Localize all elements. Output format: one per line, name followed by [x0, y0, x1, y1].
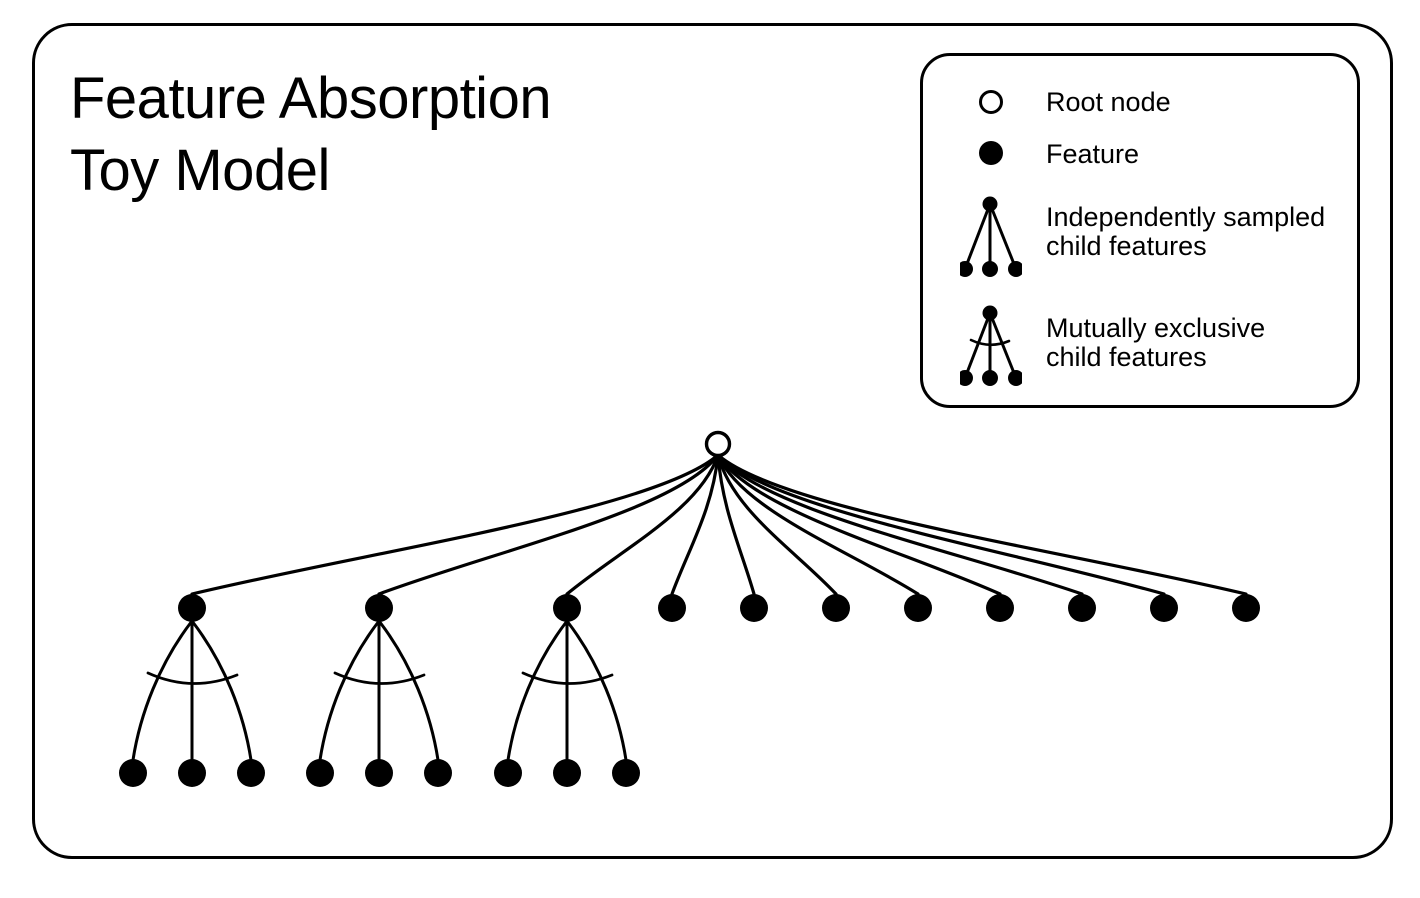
figure-frame — [32, 23, 1393, 859]
root-node-icon — [979, 90, 1003, 114]
child-feature-node — [553, 759, 581, 787]
mutual-exclusion-arc — [146, 671, 239, 685]
legend-label-mutex-line-1: Mutually exclusive — [1046, 313, 1266, 343]
edge-root-to-feature — [716, 453, 756, 596]
edge-root-to-feature — [377, 453, 720, 596]
child-feature-node — [119, 759, 147, 787]
root-node — [704, 430, 732, 458]
feature-node — [553, 594, 581, 622]
edge-root-to-feature — [716, 453, 838, 596]
legend-child-dot — [960, 370, 973, 386]
child-feature-node — [424, 759, 452, 787]
edge-root-to-feature — [716, 453, 920, 596]
feature-node — [178, 594, 206, 622]
feature-node — [822, 594, 850, 622]
legend-label-feature: Feature — [1046, 139, 1140, 169]
legend-edge — [963, 203, 992, 270]
mutual-exclusion-arc — [333, 671, 426, 685]
legend-child-dot — [960, 261, 973, 277]
edge-feature-to-child — [565, 619, 628, 762]
legend-edge — [963, 312, 992, 379]
edge-feature-to-child — [377, 619, 440, 762]
edge-feature-to-child — [506, 619, 569, 762]
feature-node — [904, 594, 932, 622]
legend-box: Root node Feature Independently sampled … — [920, 53, 1360, 408]
legend-label-mutex: Mutually exclusive child features — [1046, 314, 1265, 372]
feature-node — [1232, 594, 1260, 622]
mutual-exclusion-arc — [521, 671, 614, 685]
legend-child-dot — [1008, 370, 1022, 386]
legend-label-independent: Independently sampled child features — [1046, 203, 1325, 261]
child-feature-node — [365, 759, 393, 787]
feature-node — [740, 594, 768, 622]
title-line-1: Feature Absorption — [70, 66, 552, 131]
feature-node — [1150, 594, 1178, 622]
edge-root-to-feature — [716, 453, 1002, 596]
child-feature-node — [237, 759, 265, 787]
legend-label-independent-line-1: Independently sampled — [1046, 202, 1326, 232]
edge-feature-to-child — [318, 619, 381, 762]
edge-root-to-feature — [716, 453, 1084, 596]
legend-edge — [988, 312, 1018, 379]
legend-parent-dot — [982, 196, 998, 212]
feature-node — [658, 594, 686, 622]
child-feature-node — [178, 759, 206, 787]
legend-child-dot — [982, 370, 998, 386]
edge-root-to-feature — [670, 453, 720, 596]
feature-node — [986, 594, 1014, 622]
edge-root-to-feature — [716, 453, 1248, 596]
legend-child-dot — [1008, 261, 1022, 277]
independent-children-icon — [960, 196, 1022, 277]
mutually-exclusive-children-icon — [960, 305, 1022, 386]
child-feature-node — [612, 759, 640, 787]
edge-feature-to-child — [190, 619, 253, 762]
figure-title: Feature Absorption Toy Model — [70, 63, 552, 207]
child-feature-node — [494, 759, 522, 787]
edge-root-to-feature — [565, 453, 720, 596]
edge-feature-to-child — [131, 619, 194, 762]
edge-root-to-feature — [716, 453, 1166, 596]
legend-mutual-exclusion-arc — [969, 338, 1011, 347]
feature-node — [1068, 594, 1096, 622]
legend-edge — [988, 203, 1018, 270]
feature-icon — [979, 141, 1003, 165]
title-line-2: Toy Model — [70, 138, 330, 203]
child-feature-node — [306, 759, 334, 787]
legend-label-root-node: Root node — [1046, 87, 1171, 117]
feature-node — [365, 594, 393, 622]
legend-child-dot — [982, 261, 998, 277]
legend-label-mutex-line-2: child features — [1046, 342, 1207, 372]
legend-parent-dot — [982, 305, 998, 321]
legend-label-independent-line-2: child features — [1046, 231, 1207, 261]
edge-root-to-feature — [190, 453, 720, 596]
